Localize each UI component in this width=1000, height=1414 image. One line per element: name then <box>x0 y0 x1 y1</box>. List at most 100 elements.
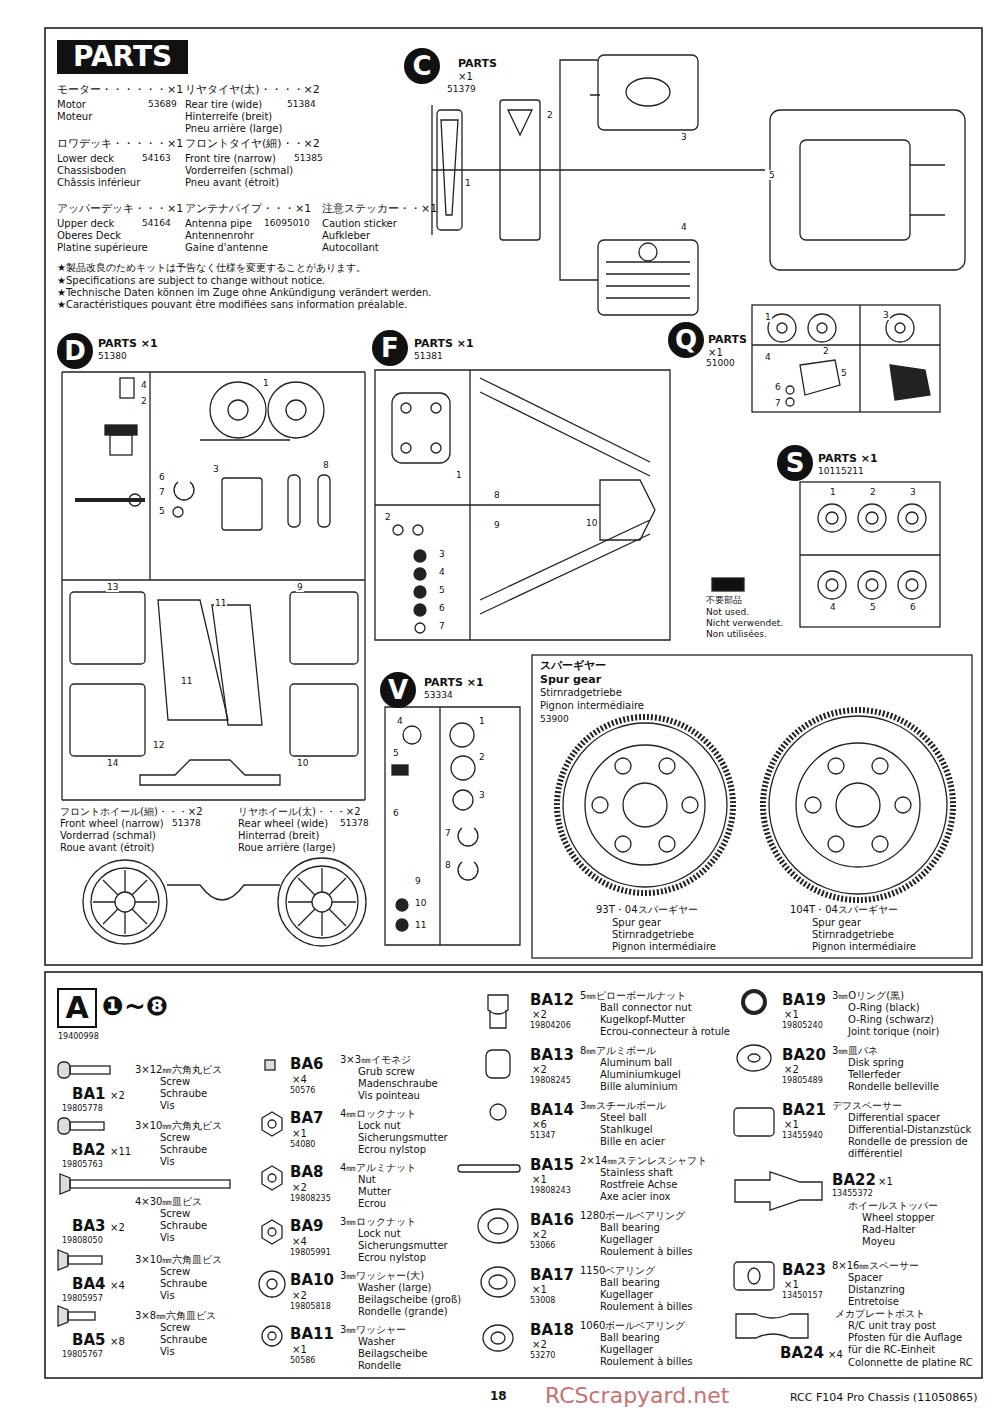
part-text: Ecrou nylstop <box>358 1144 426 1156</box>
part-text: Vis <box>160 1156 175 1168</box>
part-text: Differential spacer <box>848 1112 940 1124</box>
callout-number: 1 <box>455 470 463 480</box>
part-text: Vis pointeau <box>358 1090 420 1102</box>
part-text: Stirnradgetriebe <box>540 687 622 699</box>
callout-number: 4 <box>764 352 772 362</box>
part-text: Screw <box>160 1266 190 1278</box>
part-text: BA11 <box>290 1326 334 1343</box>
part-text: Rondelle <box>358 1360 401 1372</box>
part-text: Axe acier inox <box>600 1191 670 1203</box>
part-text: BA2 <box>72 1142 105 1159</box>
part-text: BA5 <box>72 1332 105 1349</box>
part-text: リヤホイール(太)・・・×2 <box>238 806 361 818</box>
callout-number: 10 <box>585 518 598 528</box>
part-text: 54164 <box>142 218 171 228</box>
part-text: Moteur <box>57 111 92 123</box>
part-text: ×8 <box>110 1336 125 1348</box>
part-text: Platine supérieure <box>57 242 148 254</box>
part-text: Ball bearing <box>600 1222 660 1234</box>
node-text: S <box>786 450 805 476</box>
callout-number: 9 <box>493 520 501 530</box>
part-text: Ball bearing <box>600 1332 660 1344</box>
part-text: Roue avant (étroit) <box>60 842 154 854</box>
part-text: Rear tire (wide) <box>185 99 262 111</box>
part-text: 19808243 <box>530 1186 571 1195</box>
bag-letter: A <box>57 988 97 1028</box>
part-text: 1060ボールベアリング <box>580 1320 685 1332</box>
part-text: 19400998 <box>58 1032 99 1041</box>
part-text: ×2 <box>292 1290 307 1302</box>
part-text: Moyeu <box>862 1236 895 1248</box>
part-text: ×2 <box>532 1229 547 1241</box>
node-text: A <box>65 993 88 1023</box>
part-text: Schraube <box>160 1334 207 1346</box>
callout-number: 11 <box>414 920 427 930</box>
part-text: Pignon intermédiaire <box>812 941 916 953</box>
part-text: BA7 <box>290 1110 323 1127</box>
part-text: 不要部品 <box>706 595 742 605</box>
part-text: ×1 <box>708 347 723 359</box>
callout-number: 6 <box>438 603 446 613</box>
part-text: 53900 <box>540 714 569 724</box>
part-text: BA16 <box>530 1212 574 1229</box>
part-text: ×1 <box>784 1119 799 1131</box>
part-text: PARTS <box>458 58 497 71</box>
part-text: BA12 <box>530 992 574 1009</box>
callout-number: 7 <box>774 398 782 408</box>
part-text: BA22 <box>832 1172 876 1189</box>
part-text: ×1 <box>878 1176 893 1188</box>
sprue-letter: C <box>404 48 440 84</box>
part-text: Lock nut <box>358 1120 401 1132</box>
callout-number: 11 <box>214 598 227 608</box>
part-text: 51380 <box>98 351 127 361</box>
part-text: Kugellager <box>600 1234 653 1246</box>
part-text: Pneu avant (étroit) <box>185 177 279 189</box>
part-text: 50576 <box>290 1086 315 1095</box>
part-text: Schraube <box>160 1220 207 1232</box>
part-text: Tellerfeder <box>848 1069 901 1081</box>
part-text: 19805991 <box>290 1248 331 1257</box>
part-text: メカプレートポスト <box>835 1308 925 1320</box>
part-text: Madenschraube <box>358 1078 438 1090</box>
part-text: Châssis inférieur <box>57 177 140 189</box>
callout-number: 12 <box>152 740 165 750</box>
part-text: R/C unit tray post <box>848 1320 936 1332</box>
callout-number: 6 <box>774 382 782 392</box>
part-text: BA21 <box>782 1102 826 1119</box>
node-text: PARTS <box>73 43 172 71</box>
part-text: 8×16㎜スペーサー <box>832 1260 919 1272</box>
part-text: Roue arrière (large) <box>238 842 336 854</box>
callout-number: 5 <box>438 585 446 595</box>
sprue-letter: Q <box>668 322 704 358</box>
callout-number: 6 <box>158 472 166 482</box>
part-text: Front wheel (narrow) <box>60 818 164 830</box>
part-text: Grub screw <box>358 1066 415 1078</box>
part-text: 19805767 <box>62 1350 103 1359</box>
part-text: モーター・・・・・・×1 <box>57 84 183 97</box>
part-text: Screw <box>160 1322 190 1334</box>
part-text: Gaine d'antenne <box>185 242 268 254</box>
part-text: Bille aluminium <box>600 1081 678 1093</box>
part-text: BA19 <box>782 992 826 1009</box>
part-text: Rear wheel (wide) <box>238 818 328 830</box>
part-text: Kugellager <box>600 1289 653 1301</box>
sprue-letter: D <box>57 333 93 369</box>
node-text: C <box>412 53 431 79</box>
part-text: 5㎜ピローボールナット <box>580 990 686 1002</box>
part-text: Stirnradgetriebe <box>612 929 694 941</box>
part-text: Aluminiumkugel <box>600 1069 681 1081</box>
part-text: ホイールストッパー <box>848 1200 938 1212</box>
part-text: Washer (large) <box>358 1282 432 1294</box>
part-text: フロントタイヤ(細)・・×2 <box>185 138 320 151</box>
callout-number: 6 <box>909 602 917 612</box>
part-text: 53008 <box>530 1296 555 1305</box>
part-text: PARTS ×1 <box>424 677 484 690</box>
part-text: ★製品改良のためキットは予告なく仕様を変更することがあります。 <box>57 262 366 274</box>
callout-number: 3 <box>882 310 890 320</box>
part-text: Kugellager <box>600 1344 653 1356</box>
callout-number: 4 <box>396 716 404 726</box>
callout-number: 2 <box>546 110 554 120</box>
callout-number: 8 <box>493 490 501 500</box>
part-text: Stirnradgetriebe <box>812 929 894 941</box>
part-text: Beilagscheibe <box>358 1348 428 1360</box>
